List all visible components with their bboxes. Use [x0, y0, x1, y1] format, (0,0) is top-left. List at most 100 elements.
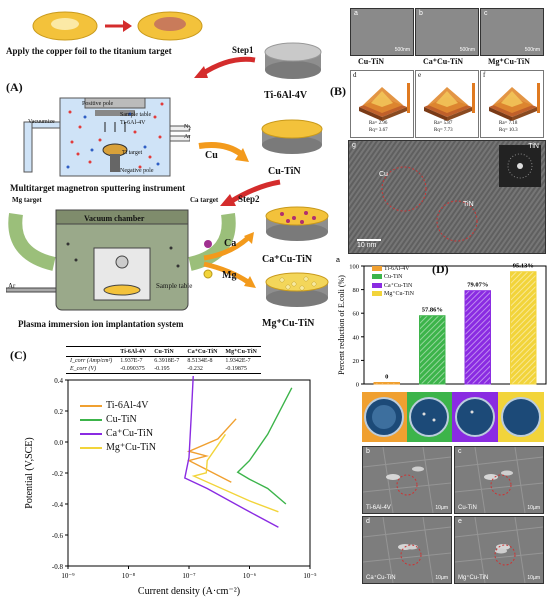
mg-label: Mg — [222, 270, 237, 281]
mg-disc-label: Mg⁺Cu-TiN — [262, 318, 315, 329]
sem-bacteria-image: d Ca⁺Cu-TiN 10µm — [362, 516, 452, 584]
y-tick-label: -0.4 — [52, 501, 64, 509]
table-cell: -0.19875 — [221, 365, 261, 374]
legend-swatch — [80, 446, 102, 449]
y-tick-label: -0.6 — [52, 532, 64, 540]
bar-legend-swatch — [372, 291, 382, 297]
sem-bacteria-tag: c — [458, 448, 462, 455]
cu-arrow — [198, 142, 249, 162]
afm-surface — [489, 83, 540, 121]
tem-inset-label: TiN — [528, 143, 539, 150]
table-header-cell: Ti-6Al-4V — [116, 346, 151, 357]
sem-bacteria-scale: 10µm — [527, 505, 540, 511]
x-tick-label: 10⁻⁵ — [303, 572, 317, 580]
afm-ra: Ra= 2.96 — [369, 121, 388, 126]
bar-legend-entry: Ca⁺Cu-TiN — [372, 282, 412, 289]
tem-tag: g — [352, 142, 356, 149]
sem-bacteria-image: e Mg⁺Cu-TiN 10µm — [454, 516, 544, 584]
afm-rq: Rq= 3.67 — [369, 128, 388, 133]
negative-pole-label: Negative pole — [120, 168, 154, 174]
sem-top-tag: b — [419, 10, 423, 17]
series-line — [186, 418, 237, 483]
afm-rq: Rq= 10.3 — [499, 128, 518, 133]
sem-top-scale: 500nm — [394, 47, 410, 53]
afm-tag: d — [353, 71, 357, 79]
bar — [419, 315, 446, 385]
x-tick-label: 10⁻⁹ — [61, 572, 75, 580]
y-tick-label: 0.4 — [54, 377, 63, 385]
x-axis-label: Current density (A·cm⁻²) — [138, 586, 240, 597]
petri-dish-row — [362, 392, 544, 442]
ti-target-label: Ti target — [122, 150, 143, 156]
bar-y-tick-label: 60 — [353, 311, 360, 318]
sem-top-name: Mg⁺Cu-TiN — [488, 57, 530, 66]
bar-value-label: 79.07% — [467, 282, 488, 289]
instrument2-caption: Plasma immersion ion implantation system — [18, 319, 184, 329]
sem-bacteria-texture — [455, 517, 543, 583]
afm-image: f Ra= 7.18 Rq= 10.3 — [480, 70, 544, 138]
table-cell: 1.937E-7 — [120, 358, 143, 364]
ar-label: Ar — [184, 134, 191, 140]
sem-bacteria-scale: 10µm — [435, 575, 448, 581]
sem-bacteria-texture — [363, 447, 451, 513]
bar-y-tick-label: 40 — [353, 334, 360, 341]
sem-bacteria-name: Mg⁺Cu-TiN — [458, 575, 489, 581]
sem-bacteria-image: b Ti-6Al-4V 10µm — [362, 446, 452, 514]
sem-bacteria-image: c Cu-TiN 10µm — [454, 446, 544, 514]
sem-bacteria-name: Cu-TiN — [458, 505, 477, 511]
series-line — [236, 387, 293, 505]
sem-bacteria-texture — [455, 447, 543, 513]
sem-top-image: c 500nm — [480, 8, 544, 56]
bar-legend-entry: Cu-TiN — [372, 274, 402, 280]
x-tick-label: 10⁻⁶ — [243, 572, 257, 580]
sem-bacteria-name: Ti-6Al-4V — [366, 505, 391, 511]
bar-value-label: 0 — [385, 374, 388, 381]
afm-image: e Ra= 5.87 Rq= 7.73 — [415, 70, 479, 138]
table-cell: -0.195 — [150, 365, 184, 374]
legend-entry: Ca⁺Cu-TiN — [80, 428, 153, 439]
legend-entry: Mg⁺Cu-TiN — [80, 442, 156, 453]
bar-legend-swatch — [372, 274, 382, 280]
petri-dish — [501, 397, 541, 437]
series-line — [184, 376, 279, 528]
sem-top-scale: 500nm — [524, 47, 540, 53]
afm-tag: e — [418, 71, 422, 79]
foil-discs — [32, 11, 203, 41]
y-tick-label: 0.0 — [54, 439, 63, 447]
mg-disc — [265, 272, 329, 307]
legend-label: Mg⁺Cu-TiN — [106, 442, 156, 453]
bar-y-tick-label: 20 — [353, 358, 360, 365]
sem-bacteria-tag: e — [458, 518, 462, 525]
sample-table-label: Sample table — [120, 112, 152, 118]
bar-legend-swatch — [372, 283, 382, 289]
bar-legend-entry: Mg⁺Cu-TiN — [372, 290, 414, 297]
foil-caption: Apply the copper foil to the titanium ta… — [6, 46, 172, 56]
tem-scale: 10 nm — [357, 242, 377, 249]
table-header-cell — [66, 346, 117, 357]
sem-bacteria-scale: 10µm — [527, 575, 540, 581]
legend-swatch — [80, 404, 102, 407]
table-cell: -0.232 — [183, 365, 222, 374]
tem-texture — [349, 141, 545, 253]
ca-disc-label: Ca⁺Cu-TiN — [262, 254, 313, 265]
sputtering-chamber — [23, 97, 190, 177]
afm-surface — [359, 83, 410, 121]
legend-entry: Cu-TiN — [80, 414, 137, 425]
bar-y-tick-label: 0 — [356, 382, 359, 389]
tem-tin-label: TiN — [463, 201, 474, 208]
legend-label: Ca⁺Cu-TiN — [106, 428, 154, 439]
mg-target-label: Mg target — [12, 196, 42, 204]
legend-entry: Ti-6Al-4V — [80, 400, 148, 411]
panel-b-letter: (B) — [330, 84, 346, 98]
table-header-cell: Mg⁺Cu-TiN — [221, 346, 261, 357]
legend-label: Ti-6Al-4V — [106, 400, 149, 411]
bar-legend-label: Mg⁺Cu-TiN — [384, 291, 414, 297]
y-tick-label: 0.2 — [54, 408, 63, 416]
bar — [510, 271, 537, 385]
sem-top-image: b 500nm — [415, 8, 479, 56]
positive-pole-label: Positive pole — [82, 101, 114, 107]
bar-value-label: 95.13% — [513, 263, 534, 270]
sem-bacteria-tag: d — [366, 518, 370, 525]
